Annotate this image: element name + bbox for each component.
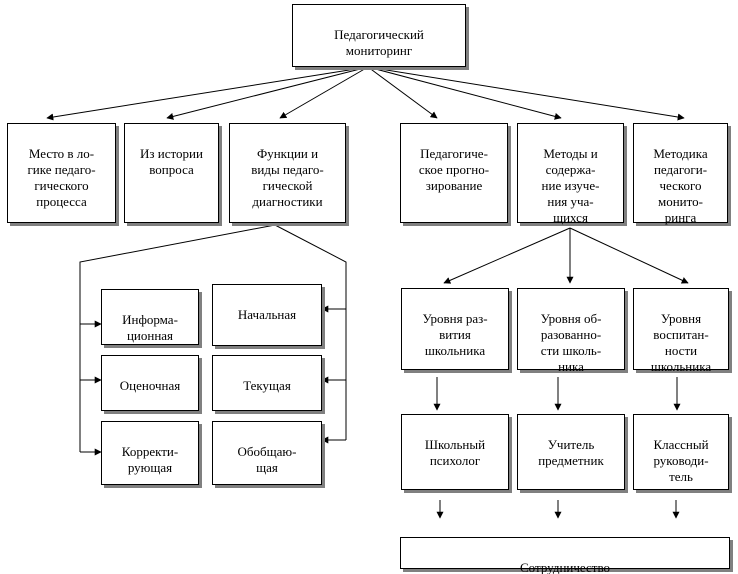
functions-box: Функции и виды педаго- гической диагност… [229, 123, 346, 223]
methodology-label: Методика педагоги- ческого монито- ринга [653, 146, 708, 225]
subject-teacher-box: Учитель предметник [517, 414, 625, 490]
methodology-box: Методика педагоги- ческого монито- ринга [633, 123, 728, 225]
development-level-box: Уровня раз- вития школьника [401, 288, 509, 370]
education-level-box: Уровня об- разованно- сти школь- ника [517, 288, 625, 374]
evaluation-function-label: Оценочная [119, 378, 181, 393]
arrow-methods-to-development [443, 227, 571, 284]
place-in-logic-box: Место в ло- гике педаго- гического проце… [7, 123, 116, 223]
arrow-root-to-methodology [367, 66, 685, 121]
class-teacher-label: Классный руководи- тель [653, 437, 709, 484]
arrow-root-to-place-in-logic [46, 66, 369, 121]
correction-function-label: Корректи- рующая [121, 444, 179, 475]
upbringing-level-label: Уровня воспитан- ности школьника [650, 311, 712, 374]
arrow-methods-to-upbringing [569, 227, 689, 284]
root-box: Педагогический мониторинг [292, 4, 466, 67]
functions-right-branch [274, 224, 347, 440]
methods-label: Методы и содержа- ние изуче- ния уча- щи… [541, 146, 600, 225]
psychologist-label: Школьный психолог [424, 437, 486, 468]
functions-left-branch [79, 224, 276, 452]
correction-function-box: Корректи- рующая [101, 421, 199, 485]
education-level-label: Уровня об- разованно- сти школь- ника [540, 311, 602, 374]
upbringing-level-box: Уровня воспитан- ности школьника [633, 288, 729, 374]
info-function-box: Информа- ционная [101, 289, 199, 345]
evaluation-function-box: Оценочная [101, 355, 199, 411]
cooperation-box: Сотрудничество [400, 537, 730, 574]
generalizing-kind-box: Обобщаю- щая [212, 421, 322, 485]
psychologist-box: Школьный психолог [401, 414, 509, 490]
history-label: Из истории вопроса [140, 146, 203, 177]
functions-label: Функции и виды педаго- гической диагност… [251, 146, 324, 209]
subject-teacher-label: Учитель предметник [538, 437, 604, 468]
methods-box: Методы и содержа- ние изуче- ния уча- щи… [517, 123, 624, 225]
arrow-root-to-forecasting [367, 66, 438, 119]
initial-kind-label: Начальная [237, 307, 297, 322]
info-function-label: Информа- ционная [122, 312, 178, 343]
arrow-root-to-history [166, 66, 369, 120]
current-kind-label: Текущая [243, 378, 291, 393]
cooperation-label: Сотрудничество [519, 560, 610, 574]
forecasting-label: Педагогиче- ское прогно- зирование [418, 146, 490, 193]
root-label: Педагогический мониторинг [334, 27, 424, 58]
generalizing-kind-label: Обобщаю- щая [237, 444, 297, 475]
arrow-root-to-methods [367, 66, 562, 120]
development-level-label: Уровня раз- вития школьника [422, 311, 488, 358]
place-in-logic-label: Место в ло- гике педаго- гического проце… [27, 146, 96, 209]
forecasting-box: Педагогиче- ское прогно- зирование [400, 123, 508, 223]
arrow-root-to-functions [279, 66, 369, 119]
initial-kind-box: Начальная [212, 284, 322, 346]
current-kind-box: Текущая [212, 355, 322, 411]
class-teacher-box: Классный руководи- тель [633, 414, 729, 490]
history-box: Из истории вопроса [124, 123, 219, 223]
